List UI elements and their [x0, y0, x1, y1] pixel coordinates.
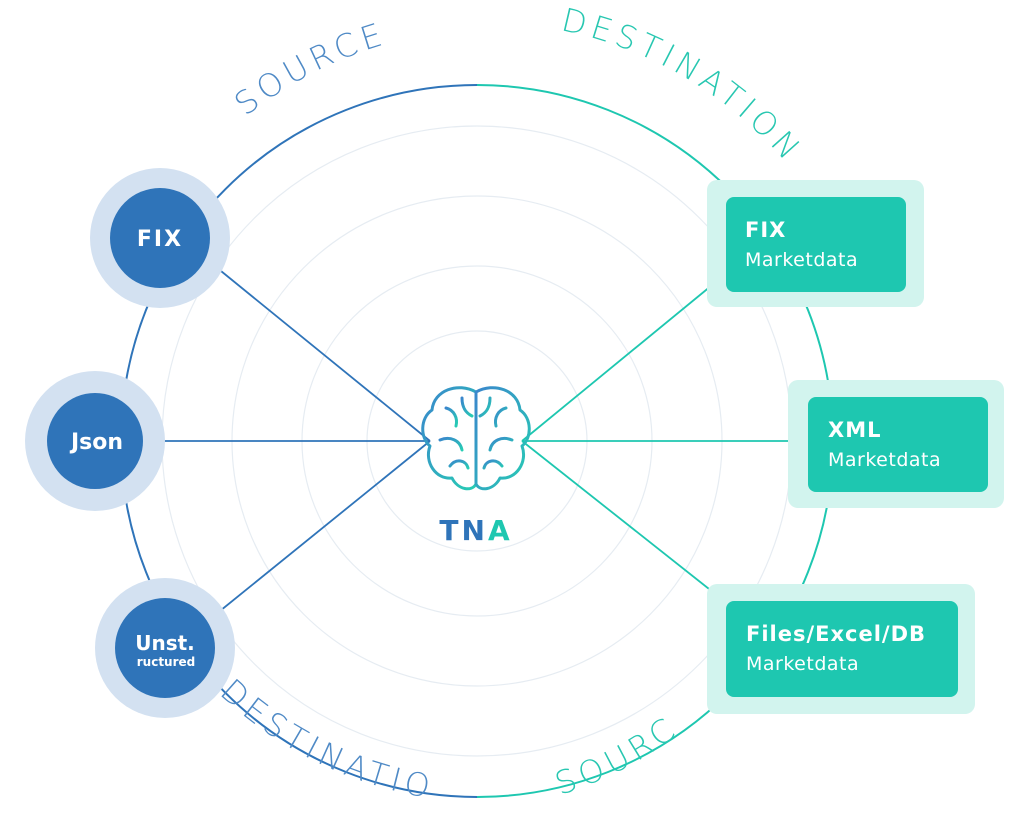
box-files-card: [726, 601, 958, 697]
connector-fix-md: [521, 271, 729, 442]
brain-icon: [421, 386, 531, 491]
box-fix-card: [726, 197, 906, 292]
node-unstructured-circle: [115, 598, 215, 698]
box-fix-title: FIX: [745, 218, 786, 242]
hub-label-suffix: A: [488, 514, 513, 547]
connectors-right: [521, 271, 808, 605]
connector-files-md: [521, 440, 729, 605]
node-unstructured-sublabel: ructured: [137, 655, 196, 669]
box-xml-card: [808, 397, 988, 492]
connector-unstructured: [214, 440, 431, 616]
node-json-circle: [47, 393, 143, 489]
box-files-title: Files/Excel/DB: [746, 622, 926, 646]
arc-label-source-top-text: SOURCE: [227, 14, 386, 123]
box-xml-title: XML: [828, 418, 881, 442]
arc-label-destination-top-text: DESTINATION: [558, 1, 806, 171]
node-fix: FIX: [90, 168, 230, 308]
node-unstructured-label: Unst.: [135, 631, 195, 655]
hub-label: TNA: [439, 514, 512, 547]
hub-label-prefix: TN: [439, 514, 488, 547]
node-fix-circle: [110, 188, 210, 288]
connectors-left: [140, 257, 431, 616]
box-files-subtitle: Marketdata: [746, 653, 859, 675]
node-fix-label: FIX: [137, 227, 183, 252]
arc-label-source-top: SOURCE: [227, 14, 391, 123]
node-json: Json: [25, 371, 165, 511]
box-fix-subtitle: Marketdata: [745, 249, 858, 271]
node-unstructured: Unst. ructured: [95, 578, 235, 718]
box-xml-subtitle: Marketdata: [828, 449, 941, 471]
box-files-marketdata: Files/Excel/DB Marketdata: [707, 584, 975, 714]
connector-fix: [204, 257, 431, 442]
box-xml-marketdata: XML Marketdata: [788, 380, 1004, 508]
node-json-label: Json: [69, 430, 123, 455]
box-fix-marketdata: FIX Marketdata: [707, 180, 924, 307]
arc-label-destination-top: DESTINATION: [558, 1, 811, 171]
